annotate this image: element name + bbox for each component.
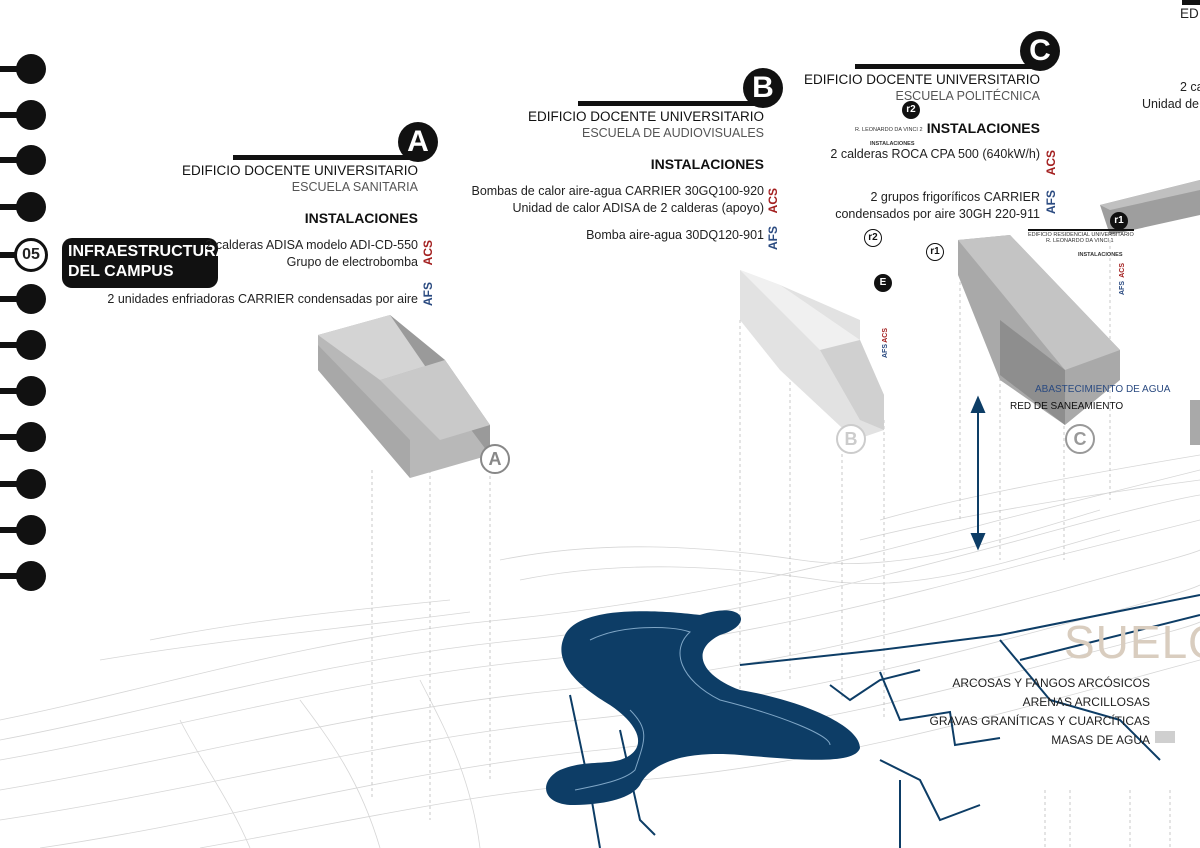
building-b-marker: B (836, 424, 866, 454)
section-title-line2: DEL CAMPUS (68, 263, 174, 280)
building-c-badge: C (1020, 31, 1060, 71)
building-a-acs-2: Grupo de electrobomba (286, 255, 418, 269)
r1-marker: r1 (926, 243, 944, 261)
water-network (569, 594, 1200, 848)
building-b-acs-side: ACS (882, 328, 889, 343)
building-b-bar (578, 101, 763, 106)
building-c-marker: C (1065, 424, 1095, 454)
residencial-installations: INSTALACIONES (1078, 252, 1123, 258)
right-cut-line2: Unidad de c (1142, 97, 1200, 111)
building-b-acs-1: Bombas de calor aire-agua CARRIER 30GQ10… (471, 184, 764, 198)
legend-item-3: GRAVAS GRANÍTICAS Y CUARCÍTICAS (929, 714, 1151, 728)
saneamiento-label: RED DE SANEAMIENTO (1010, 401, 1124, 412)
building-c-acs-label: ACS (1044, 150, 1058, 176)
residencial-title: EDIFICIO RESIDENCIAL UNIVERSITARIO (1028, 229, 1134, 238)
r2-badge: r2 (902, 101, 920, 119)
building-b-model (740, 270, 884, 440)
building-c-model (958, 235, 1120, 425)
building-a-installations: INSTALACIONES (304, 210, 418, 226)
section-tab[interactable] (62, 238, 218, 288)
building-c-afs-1: 2 grupos frigoríficos CARRIER (870, 190, 1040, 204)
lake (546, 610, 860, 805)
lake-contour (574, 627, 831, 791)
building-b-title: EDIFICIO DOCENTE UNIVERSITARIO (527, 109, 764, 124)
residencial-subtitle: R. LEONARDO DA VINCI 1 (1046, 238, 1114, 244)
e-marker: E (874, 274, 892, 292)
legend-item-2: ARENAS ARCILLOSAS (1022, 695, 1150, 709)
legend-swatch-water (1155, 731, 1175, 743)
building-a-model (318, 315, 490, 478)
building-b-acs-2: Unidad de calor ADISA de 2 calderas (apo… (512, 201, 764, 215)
building-a-marker: A (480, 444, 510, 474)
r2-name: R. LEONARDO DA VINCI 2 (855, 127, 923, 133)
building-c-subtitle: ESCUELA POLITÉCNICA (895, 89, 1041, 103)
right-cut-line1: 2 ca (1180, 80, 1200, 94)
building-a-acs-1: 2 calderas ADISA modelo ADI-CD-550 (205, 238, 418, 252)
section-title-line1: INFRAESTRUCTURAS (68, 243, 238, 260)
r2-installations: INSTALACIONES (870, 141, 915, 147)
building-b-badge: B (743, 68, 783, 108)
level-arrow (970, 395, 986, 551)
building-c-installations: INSTALACIONES (926, 120, 1040, 136)
building-c-title: EDIFICIO DOCENTE UNIVERSITARIO (803, 72, 1040, 87)
abastecimiento-label: ABASTECIMIENTO DE AGUA (1035, 384, 1171, 395)
building-b-subtitle: ESCUELA DE AUDIOVISUALES (581, 126, 764, 140)
building-a-afs-1: 2 unidades enfriadoras CARRIER condensad… (107, 292, 418, 306)
r1-badge: r1 (1110, 212, 1128, 230)
building-a-subtitle: ESCUELA SANITARIA (291, 180, 418, 194)
building-b-afs-label: AFS (766, 226, 780, 250)
residencial-acs-label: ACS (1119, 263, 1126, 278)
legend-title: SUELO (1064, 616, 1200, 668)
building-b-acs-label: ACS (766, 188, 780, 214)
legend-item-1: ARCOSAS Y FANGOS ARCÓSICOS (952, 676, 1150, 690)
building-c-afs-2: condensados por aire 30GH 220-911 (835, 207, 1040, 221)
building-a-bar (233, 155, 418, 160)
edi-cut-title: EDI (1180, 6, 1200, 21)
building-c-bar (855, 64, 1040, 69)
building-a-badge: A (398, 122, 438, 162)
building-b-afs-1: Bomba aire-agua 30DQ120-901 (586, 228, 764, 242)
drop-lines (371, 240, 1171, 848)
r2-marker: r2 (864, 229, 882, 247)
building-b-installations: INSTALACIONES (650, 156, 764, 172)
building-b-afs-side: AFS (882, 344, 889, 358)
residencial-afs-label: AFS (1119, 281, 1126, 295)
building-edge-model (1190, 400, 1200, 445)
building-c-acs-1: 2 calderas ROCA CPA 500 (640kW/h) (830, 147, 1040, 161)
legend-item-4: MASAS DE AGUA (1051, 733, 1150, 747)
building-a-afs-label: AFS (421, 282, 435, 306)
edi-bar (1182, 0, 1200, 5)
building-a-acs-label: ACS (421, 240, 435, 266)
building-a-title: EDIFICIO DOCENTE UNIVERSITARIO (181, 163, 418, 178)
building-c-afs-label: AFS (1044, 190, 1058, 214)
section-number[interactable]: 05 (14, 238, 48, 272)
